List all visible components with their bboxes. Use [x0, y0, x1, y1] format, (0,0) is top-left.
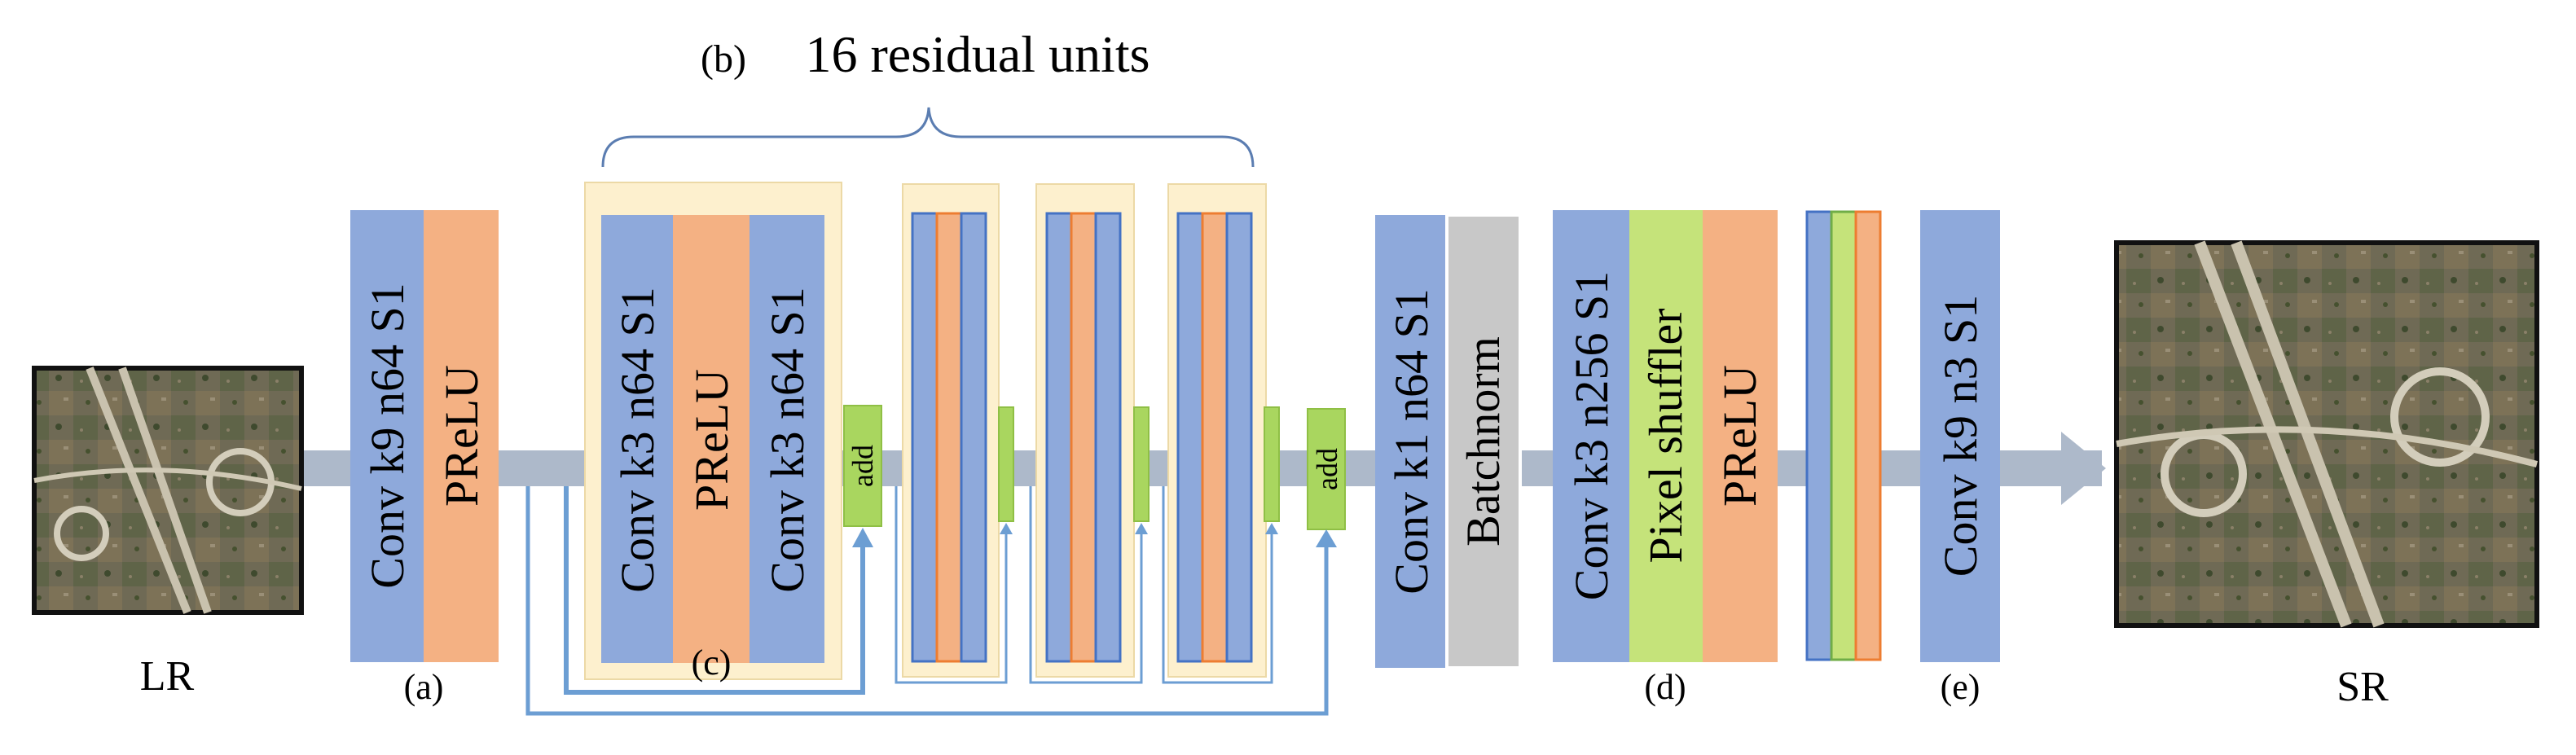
- tag-d: (d): [1644, 667, 1686, 707]
- upsample-mini-block: [1805, 210, 1882, 661]
- lr-label: LR: [140, 653, 195, 700]
- pixel-shuffler-box: [1629, 210, 1703, 662]
- block-a: Conv k9 n64 S1 PReLU (a): [350, 210, 499, 707]
- prelu-box-c: [673, 215, 750, 663]
- skip-connections: [525, 486, 1329, 716]
- block-d: Conv k3 n256 S1 Pixel shuffler PReLU (d): [1553, 210, 1778, 707]
- conv-k3-n256-box: [1553, 210, 1629, 662]
- prelu-label-c: PReLU: [685, 369, 738, 511]
- add-node-2: add: [1307, 408, 1346, 530]
- prelu-box-a: [424, 210, 499, 662]
- conv-k9-n64-box: [350, 210, 424, 662]
- conv-k3-n64-label-2: Conv k3 n64 S1: [761, 287, 814, 592]
- post-residual-block: Conv k1 n64 S1 Batchnorm: [1375, 213, 1522, 669]
- conv-k9-n3-box: [1920, 210, 2000, 662]
- residual-unit-mini-3: [1167, 183, 1280, 678]
- prelu-box-d: [1703, 210, 1778, 662]
- conv-k9-n3-label: Conv k9 n3 S1: [1934, 295, 1987, 577]
- batchnorm-box: [1445, 213, 1522, 669]
- sr-label: SR: [2336, 664, 2389, 710]
- conv-k3-n64-label-1: Conv k3 n64 S1: [611, 287, 664, 592]
- residual-brace: [601, 107, 1255, 168]
- conv-k1-n64-box: [1375, 215, 1447, 668]
- diagram-title: 16 residual units: [805, 25, 1150, 83]
- block-e: Conv k9 n3 S1 (e): [1920, 210, 2000, 707]
- conv-k1-n64-label: Conv k1 n64 S1: [1385, 288, 1438, 594]
- batchnorm-label: Batchnorm: [1457, 336, 1510, 546]
- tag-a: (a): [404, 667, 444, 707]
- add-node-mini-3: [1264, 406, 1280, 522]
- add-label-1: add: [846, 445, 879, 487]
- prelu-label-d: PReLU: [1713, 365, 1766, 507]
- conv-k3-n64-box-1: [601, 215, 673, 663]
- sr-image: [2114, 240, 2539, 628]
- flow-arrow-head: [2061, 432, 2106, 505]
- residual-unit-mini-2: [1035, 183, 1150, 678]
- skip-arrowheads: [852, 523, 1337, 547]
- add-label-2: add: [1311, 448, 1343, 490]
- conv-k9-n64-label: Conv k9 n64 S1: [361, 283, 414, 588]
- pixel-shuffler-label: Pixel shuffler: [1639, 308, 1692, 563]
- title-tag: (b): [701, 37, 746, 81]
- residual-unit-mini-1: [902, 183, 1014, 678]
- add-node-mini-1: [998, 406, 1014, 522]
- prelu-label-a: PReLU: [435, 365, 488, 507]
- add-node-1: add: [843, 405, 882, 527]
- tag-c: (c): [692, 643, 732, 683]
- lr-image: [32, 366, 304, 615]
- add-node-mini-2: [1133, 406, 1150, 522]
- conv-k3-n64-box-2: [750, 215, 824, 663]
- conv-k3-n256-label: Conv k3 n256 S1: [1565, 271, 1618, 600]
- tag-e: (e): [1941, 667, 1980, 707]
- residual-unit-detail: Conv k3 n64 S1 PReLU Conv k3 n64 S1 (c): [584, 182, 842, 683]
